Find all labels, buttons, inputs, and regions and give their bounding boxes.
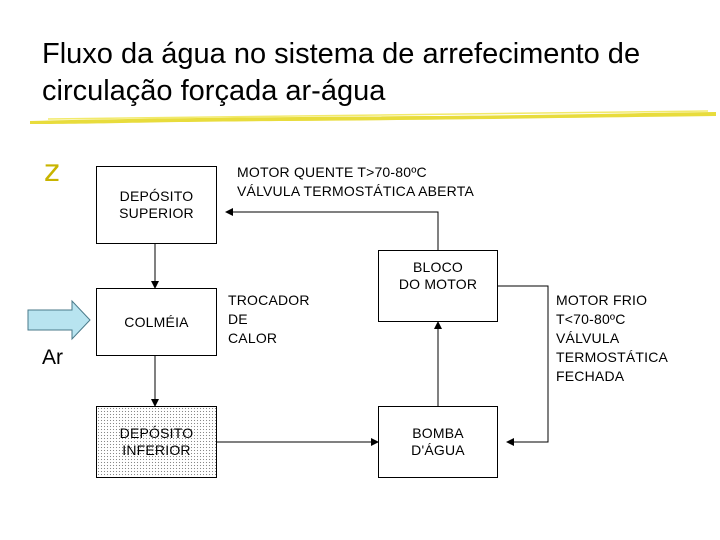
box-bomba-agua: BOMBA D'ÁGUA [378,406,498,478]
slide-title-line-1: Fluxo da água no sistema de arrefeciment… [42,38,641,70]
arrow-bloco-to-superior [225,208,439,250]
air-arrow-icon [27,299,91,341]
slide-title-line-2: circulação forçada ar-água [42,75,386,107]
box-deposito-inferior: DEPÓSITO INFERIOR [96,406,217,478]
box-bomba-agua-label: BOMBA D'ÁGUA [411,425,465,458]
box-deposito-superior-label: DEPÓSITO SUPERIOR [119,188,194,221]
label-ar: Ar [42,346,63,369]
box-colmeia: COLMÉIA [96,288,217,356]
slide-title: Fluxo da água no sistema de arrefeciment… [42,36,712,110]
title-underline-brush [30,110,716,124]
box-bloco-motor-label: BLOCO DO MOTOR [398,259,478,292]
label-motor-quente: MOTOR QUENTE T>70-80ºC VÁLVULA TERMOSTÁT… [237,164,474,199]
arrow-bypass-to-bomba [498,285,549,446]
label-trocador-calor: TROCADOR DE CALOR [228,292,310,346]
box-deposito-inferior-label: DEPÓSITO INFERIOR [119,425,194,458]
box-bloco-motor: BLOCO DO MOTOR [378,250,498,322]
bullet-icon: z [44,154,60,189]
box-deposito-superior: DEPÓSITO SUPERIOR [96,166,217,244]
box-colmeia-label: COLMÉIA [124,313,189,330]
label-motor-frio: MOTOR FRIO T<70-80ºC VÁLVULA TERMOSTÁTIC… [556,292,669,384]
